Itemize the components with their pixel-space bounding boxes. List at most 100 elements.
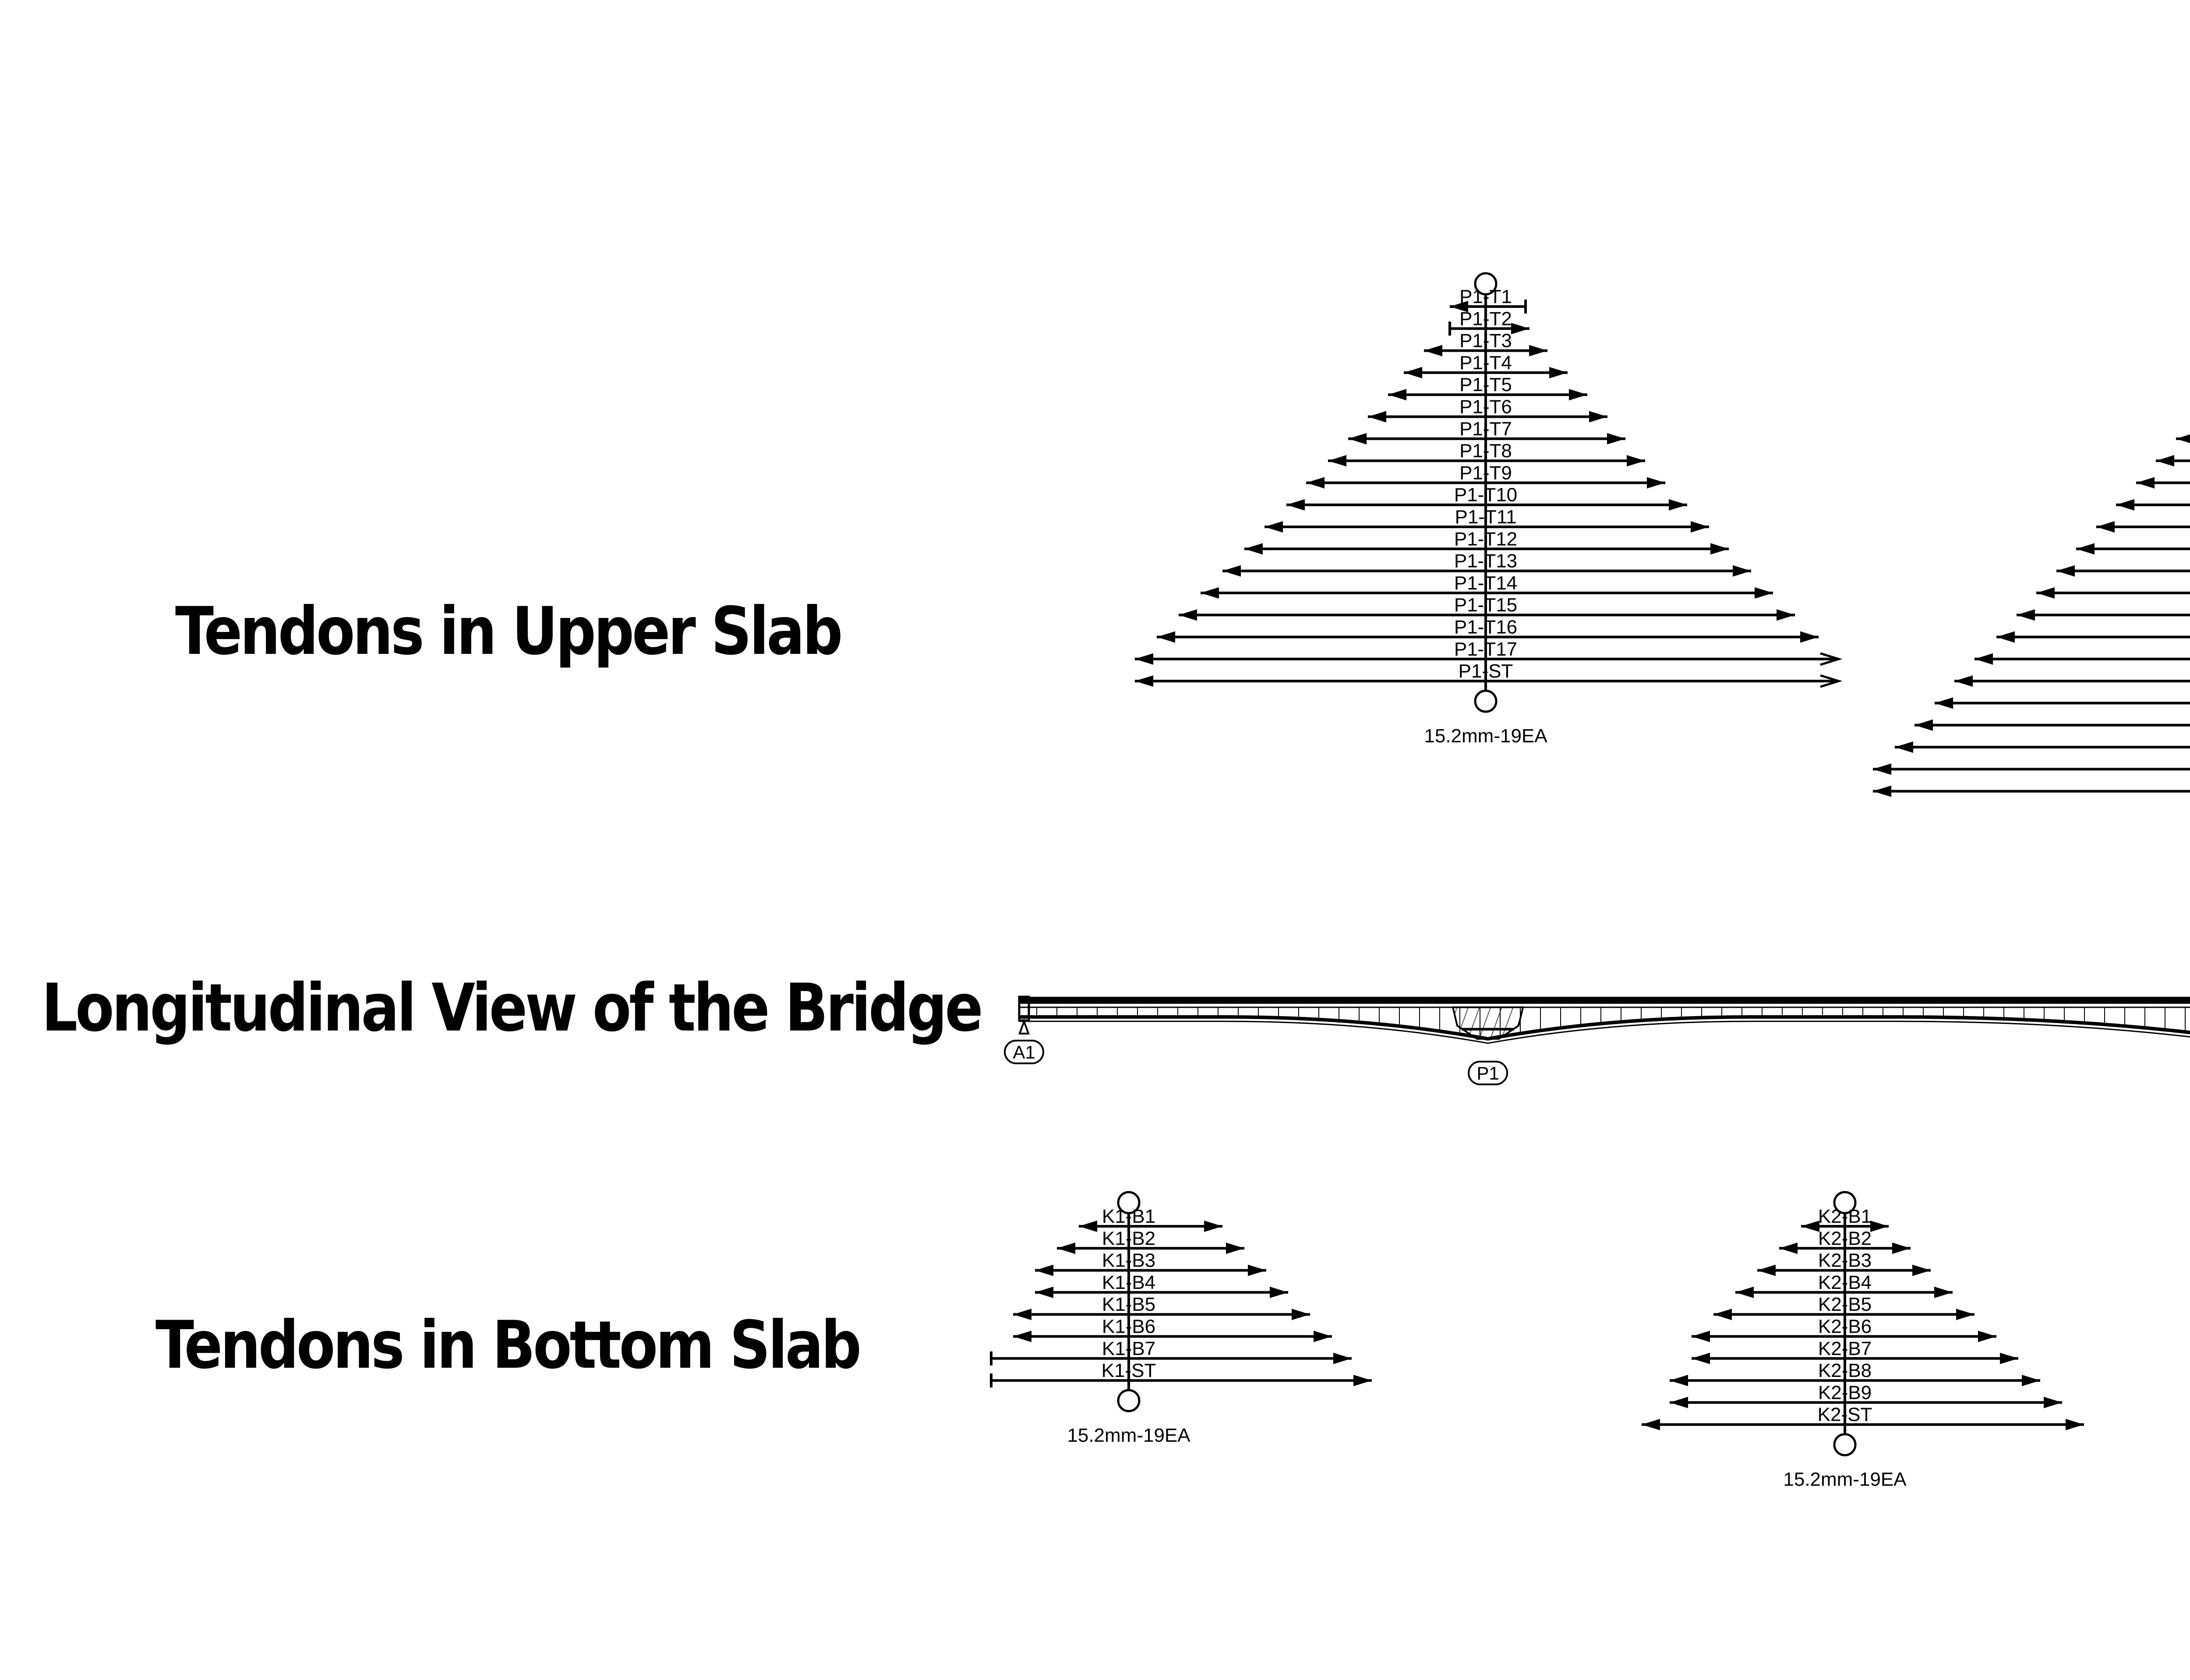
arrowhead-icon — [1270, 1286, 1288, 1298]
tendon-row: P1-T12 — [1244, 528, 1729, 555]
arrowhead-icon — [2176, 434, 2190, 443]
arrowhead-icon — [1244, 543, 1263, 555]
arrowhead-icon — [1035, 1264, 1053, 1276]
tendon-row: P1-T14 — [1201, 572, 1773, 599]
arrowhead-icon — [1873, 785, 1891, 797]
tendon-row: P2-T11 — [2096, 521, 2190, 533]
tendon-label: P1-T10 — [1454, 484, 1517, 506]
arrowhead-icon — [1978, 1331, 1996, 1342]
arrowhead-icon — [1348, 433, 1367, 445]
support-bubble — [1468, 1061, 1508, 1085]
tendon-row: P2-T9 — [2136, 477, 2190, 489]
tendon-label: P1-T13 — [1454, 551, 1517, 572]
tendon-label: K1-B4 — [1102, 1272, 1155, 1293]
tendon-row: P2-T16 — [1996, 631, 2190, 643]
arrowhead-icon — [1692, 1331, 1710, 1342]
heading-tendons-bottom-slab: Tendons in Bottom Slab — [155, 1307, 862, 1384]
tendon-row: P1-T13 — [1222, 551, 1751, 577]
tendon-group-k2: K2-B1K2-B2K2-B3K2-B4K2-B5K2-B6K2-B7K2-B8… — [1642, 1191, 2084, 1490]
tendon-label: P1-T9 — [1459, 462, 1512, 484]
arrowhead-icon — [1035, 1286, 1053, 1298]
tendon-row: P2-T13 — [2056, 565, 2190, 577]
tendon-label: K2-B6 — [1818, 1316, 1872, 1338]
tendon-label: P1-T5 — [1459, 374, 1512, 395]
tendon-group-p2: P2-T1P2-T2P2-T3P2-T4P2-T5P2-T6P2-T7P2-T8… — [1873, 434, 2190, 797]
arrowhead-icon — [1201, 587, 1219, 599]
heading-tendons-upper-slab: Tendons in Upper Slab — [175, 593, 843, 670]
tendon-row: K2-B8 — [1670, 1360, 2040, 1387]
tendon-label: K1-B5 — [1102, 1294, 1155, 1315]
arrowhead-icon — [1333, 1352, 1352, 1364]
arrowhead-icon — [1511, 323, 1529, 335]
tendon-row: P1-T4 — [1404, 352, 1568, 378]
tendon-label: P1-T16 — [1454, 617, 1517, 638]
arrowhead-icon — [1870, 1221, 1889, 1232]
arrowhead-icon — [1179, 609, 1197, 621]
tendon-label: K2-B8 — [1818, 1360, 1872, 1381]
tendon-label: K1-B6 — [1102, 1316, 1155, 1338]
tendon-row: P2-T18 — [1954, 675, 2190, 687]
tendon-row: P1-T10 — [1286, 484, 1687, 511]
tendon-row: P2-T8 — [2156, 455, 2190, 467]
tendon-label: K2-B9 — [1818, 1382, 1872, 1403]
arrowhead-icon — [2096, 521, 2115, 533]
arrowhead-icon — [1388, 389, 1406, 401]
tendon-label: K2-B4 — [1818, 1272, 1872, 1293]
tendon-label: K2-B2 — [1818, 1228, 1872, 1249]
group-marker-bottom-icon — [1117, 1389, 1141, 1412]
tendon-row: K2-B6 — [1692, 1316, 1996, 1342]
arrowhead-icon — [1996, 631, 2015, 643]
arrowhead-icon — [1135, 653, 1153, 665]
arrowhead-icon — [1935, 697, 1953, 709]
tendon-row: K1-B6 — [1013, 1316, 1332, 1342]
arrowhead-icon — [1157, 631, 1175, 643]
arrowhead-icon — [1912, 1264, 1931, 1276]
tendon-row: P1-T7 — [1348, 418, 1625, 445]
arrowhead-icon — [2066, 1419, 2084, 1430]
tendon-label: P1-ST — [1459, 660, 1513, 682]
group-marker-bottom-icon — [1833, 1433, 1857, 1457]
arrowhead-icon — [1328, 455, 1346, 467]
arrowhead-icon — [1013, 1309, 1031, 1320]
arrowhead-icon — [1710, 543, 1729, 555]
arrowhead-icon — [2116, 499, 2134, 511]
arrowhead-icon — [1642, 1419, 1660, 1430]
arrowhead-icon — [1956, 1309, 1975, 1320]
support-label-a1: A1 — [1004, 1040, 1044, 1064]
arrowhead-icon — [1692, 1352, 1710, 1364]
arrowhead-icon — [1691, 521, 1709, 533]
tendon-row: K1-B4 — [1035, 1272, 1288, 1298]
strand-spec-label: 15.2mm-19EA — [1424, 725, 1547, 747]
tendon-label: K1-B3 — [1102, 1250, 1155, 1271]
strand-spec-label: 15.2mm-19EA — [1783, 1469, 1907, 1490]
tendon-row: P1-T16 — [1157, 617, 1819, 643]
tendon-row: K1-B2 — [1057, 1228, 1244, 1254]
tendon-row: P1-T5 — [1388, 374, 1587, 401]
tendon-row: P1-T2 — [1448, 308, 1529, 336]
arrowhead-icon — [2056, 565, 2075, 577]
arrowhead-icon — [2036, 587, 2055, 599]
arrowhead-icon — [2156, 455, 2174, 467]
arrowhead-icon — [1647, 477, 1665, 489]
tendon-row: P2-T12 — [2076, 543, 2190, 555]
tendon-row: P2-T14 — [2036, 587, 2190, 599]
tendon-row: K2-B4 — [1735, 1272, 1953, 1298]
arrowhead-icon — [1368, 411, 1386, 423]
support-label-text: A1 — [1013, 1042, 1035, 1062]
arrowhead-icon — [1934, 1286, 1953, 1298]
arrowhead-icon — [1757, 1264, 1776, 1276]
group-marker-bottom-icon — [1474, 689, 1498, 713]
arrowhead-icon — [2022, 1375, 2040, 1387]
tendon-group-p1: P1-T1P1-T2P1-T3P1-T4P1-T5P1-T6P1-T7P1-T8… — [1135, 272, 1843, 747]
arrowhead-icon — [1779, 1242, 1798, 1254]
tendon-label: K1-B1 — [1102, 1206, 1155, 1227]
tendon-row: K1-B5 — [1013, 1294, 1310, 1320]
tendon-row: P2-T22 — [1873, 763, 2190, 775]
tendon-row: K1-ST — [990, 1360, 1372, 1388]
tendon-row: P1-T9 — [1306, 462, 1665, 489]
arrowhead-icon — [1013, 1331, 1031, 1342]
arrowhead-icon — [1755, 587, 1773, 599]
tendon-row: P2-ST — [1873, 785, 2190, 797]
tendon-label: P1-T2 — [1459, 308, 1512, 329]
arrowhead-icon — [2136, 477, 2155, 489]
